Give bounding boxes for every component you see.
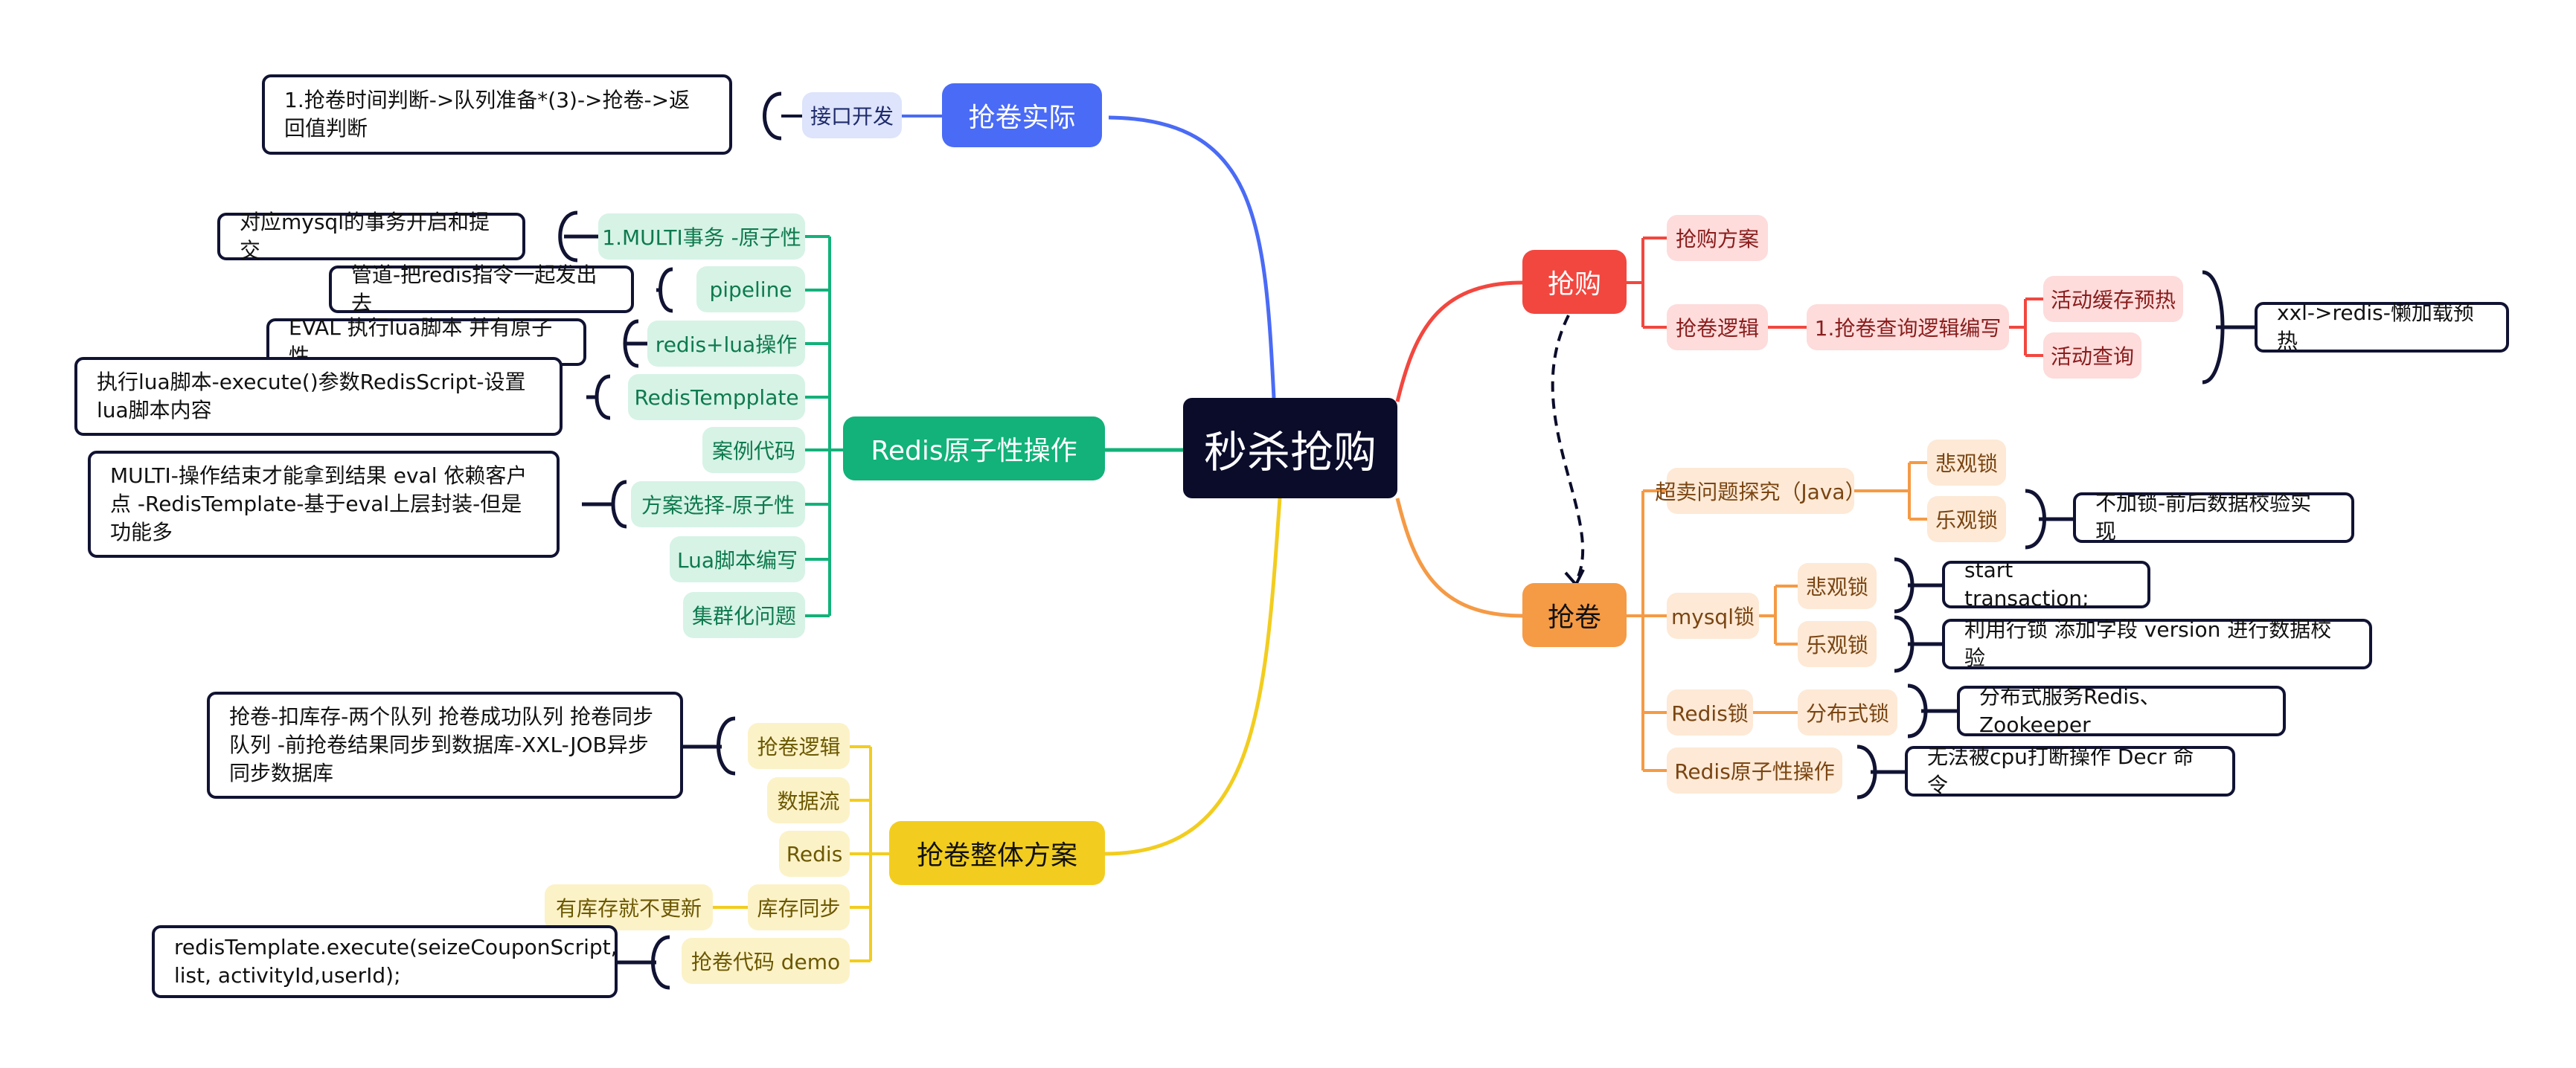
qianggou-item-logic[interactable]: 抢卷逻辑 <box>1667 304 1768 350</box>
link-root-qianggou <box>1395 280 1523 402</box>
branch-shijian[interactable]: 抢卷实际 <box>942 83 1102 147</box>
qiangjuan-note-transaction[interactable]: start transaction; <box>1942 558 2150 611</box>
chaomai-optimistic[interactable]: 乐观锁 <box>1927 496 2006 542</box>
shijian-note[interactable]: 1.抢卷时间判断->队列准备*(3)->抢卷->返回值判断 <box>262 74 732 155</box>
zhengti-item-logic[interactable]: 抢卷逻辑 <box>748 723 850 769</box>
qianggou-item-preheat[interactable]: 活动缓存预热 <box>2043 276 2183 322</box>
redis-note-multi[interactable]: MULTI-操作结束才能拿到结果 eval 依赖客户点 -RedisTempla… <box>88 451 560 558</box>
zhengti-note-demo[interactable]: redisTemplate.execute(seizeCouponScript,… <box>152 925 618 998</box>
branch-qianggou[interactable]: 抢购 <box>1522 250 1627 314</box>
qiangjuan-note-version[interactable]: 利用行锁 添加字段 version 进行数据校验 <box>1942 617 2372 670</box>
chaomai-pessimistic[interactable]: 悲观锁 <box>1927 440 2006 486</box>
redis-item-example[interactable]: 案例代码 <box>702 427 805 473</box>
redis-note-pipeline[interactable]: 管道-把redis指令一起发出去 <box>329 263 634 315</box>
mysql-pessimistic[interactable]: 悲观锁 <box>1798 563 1877 609</box>
redis-item-luascript[interactable]: Lua脚本编写 <box>670 536 805 582</box>
redis-item-pipeline[interactable]: pipeline <box>696 266 805 312</box>
root-topic[interactable]: 秒杀抢购 <box>1183 398 1397 498</box>
zhengti-item-demo[interactable]: 抢卷代码 demo <box>682 938 850 984</box>
branch-zhengti[interactable]: 抢卷整体方案 <box>889 821 1105 885</box>
qianggou-item-activity[interactable]: 活动查询 <box>2043 332 2141 379</box>
link-root-qiangjuan <box>1395 498 1523 618</box>
branch-qiangjuan[interactable]: 抢卷 <box>1522 583 1627 647</box>
zhengti-item-stocksync[interactable]: 库存同步 <box>748 884 850 930</box>
redis-item-cluster[interactable]: 集群化问题 <box>683 592 805 638</box>
zhengti-note-logic[interactable]: 抢卷-扣库存-两个队列 抢卷成功队列 抢卷同步队列 -前抢卷结果同步到数据库-X… <box>207 692 683 799</box>
relation-arrow <box>1551 315 1585 582</box>
qianggou-note-xxl[interactable]: xxl->redis-懒加载预热 <box>2255 300 2509 353</box>
redis-note-execute[interactable]: 执行lua脚本-execute()参数RedisScript-设置lua脚本内容 <box>74 357 563 436</box>
zhengti-item-dataflow[interactable]: 数据流 <box>767 777 850 823</box>
link-root-zhengti <box>1104 498 1282 856</box>
qiangjuan-item-redislock[interactable]: Redis锁 <box>1667 689 1753 736</box>
redis-note-mysql[interactable]: 对应mysql的事务开启和提交 <box>217 210 525 263</box>
qiangjuan-item-atomic[interactable]: Redis原子性操作 <box>1667 747 1842 794</box>
redis-item-choice[interactable]: 方案选择-原子性 <box>631 481 805 527</box>
qianggou-item-query[interactable]: 1.抢卷查询逻辑编写 <box>1807 304 2009 350</box>
redis-item-template[interactable]: RedisTempplate <box>628 374 805 420</box>
qianggou-item-plan[interactable]: 抢购方案 <box>1667 215 1768 261</box>
qiangjuan-note-zookeeper[interactable]: 分布式服务Redis、Zookeeper <box>1957 684 2286 737</box>
mysql-optimistic[interactable]: 乐观锁 <box>1798 621 1877 667</box>
redis-item-lua[interactable]: redis+lua操作 <box>647 321 805 367</box>
qiangjuan-item-chaomai[interactable]: 超卖问题探究（Java） <box>1655 468 1866 514</box>
qiangjuan-item-mysql[interactable]: mysql锁 <box>1667 593 1759 639</box>
qiangjuan-note-nolock[interactable]: 不加锁-前后数据校验实现 <box>2073 491 2354 544</box>
redis-item-multi[interactable]: 1.MULTI事务 -原子性 <box>598 213 805 260</box>
shijian-item-jiekou[interactable]: 接口开发 <box>802 92 902 138</box>
qiangjuan-note-decr[interactable]: 无法被cpu打断操作 Decr 命令 <box>1905 744 2235 797</box>
link-root-shijian <box>1108 115 1276 399</box>
zhengti-item-nostock[interactable]: 有库存就不更新 <box>545 884 713 930</box>
zhengti-item-redis[interactable]: Redis <box>779 831 850 877</box>
redis-distributed-lock[interactable]: 分布式锁 <box>1798 689 1897 736</box>
branch-redis[interactable]: Redis原子性操作 <box>843 416 1105 480</box>
